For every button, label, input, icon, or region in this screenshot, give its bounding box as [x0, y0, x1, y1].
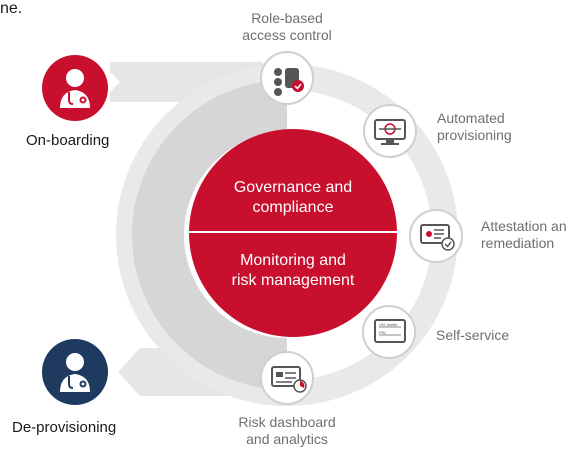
doctor-icon — [60, 69, 90, 108]
auto-provisioning-node — [363, 104, 417, 158]
form-field-password: PW: — [379, 330, 386, 335]
core-monitoring-text: Monitoring and risk management — [193, 251, 393, 291]
core-governance-text: Governance and compliance — [193, 178, 393, 218]
role-access-line1: Role-based — [251, 10, 323, 26]
risk-dashboard-label: Risk dashboard and analytics — [217, 414, 357, 448]
onboarding-person-circle — [42, 55, 108, 121]
attestation-label: Attestation an remediation — [481, 218, 567, 252]
self-service-label: Self-service — [436, 327, 510, 343]
dashboard-icon — [271, 366, 307, 393]
attestation-node — [409, 209, 463, 263]
core-monitoring-line2: risk management — [231, 272, 355, 289]
auto-provisioning-line1: Automated — [437, 110, 505, 126]
attestation-line2: remediation — [481, 235, 555, 251]
onboarding-label: On-boarding — [26, 132, 110, 149]
risk-dashboard-line2: and analytics — [246, 431, 328, 447]
form-field-username: UN: jsmith — [379, 322, 397, 327]
self-service-node — [362, 305, 416, 359]
monitor-icon — [374, 119, 406, 145]
attestation-icon — [420, 224, 455, 251]
deprovisioning-person-circle — [42, 339, 108, 405]
core-governance-line2: compliance — [252, 199, 334, 216]
core-monitoring-line1: Monitoring and — [240, 252, 346, 269]
left-band — [132, 80, 288, 390]
deprovisioning-label: De-provisioning — [12, 419, 117, 436]
role-access-label: Role-based access control — [217, 10, 357, 44]
doctor-icon — [60, 353, 90, 392]
role-access-line2: access control — [242, 27, 332, 43]
risk-dashboard-line1: Risk dashboard — [238, 414, 336, 430]
login-form-icon: UN: jsmith PW: — [374, 319, 406, 343]
partial-title-text: ne. — [0, 0, 23, 17]
auto-provisioning-line2: provisioning — [437, 127, 512, 143]
auto-provisioning-label: Automated provisioning — [437, 110, 512, 144]
attestation-line1: Attestation an — [481, 218, 567, 234]
role-access-icon — [274, 68, 304, 96]
core-governance-line1: Governance and — [233, 179, 353, 196]
